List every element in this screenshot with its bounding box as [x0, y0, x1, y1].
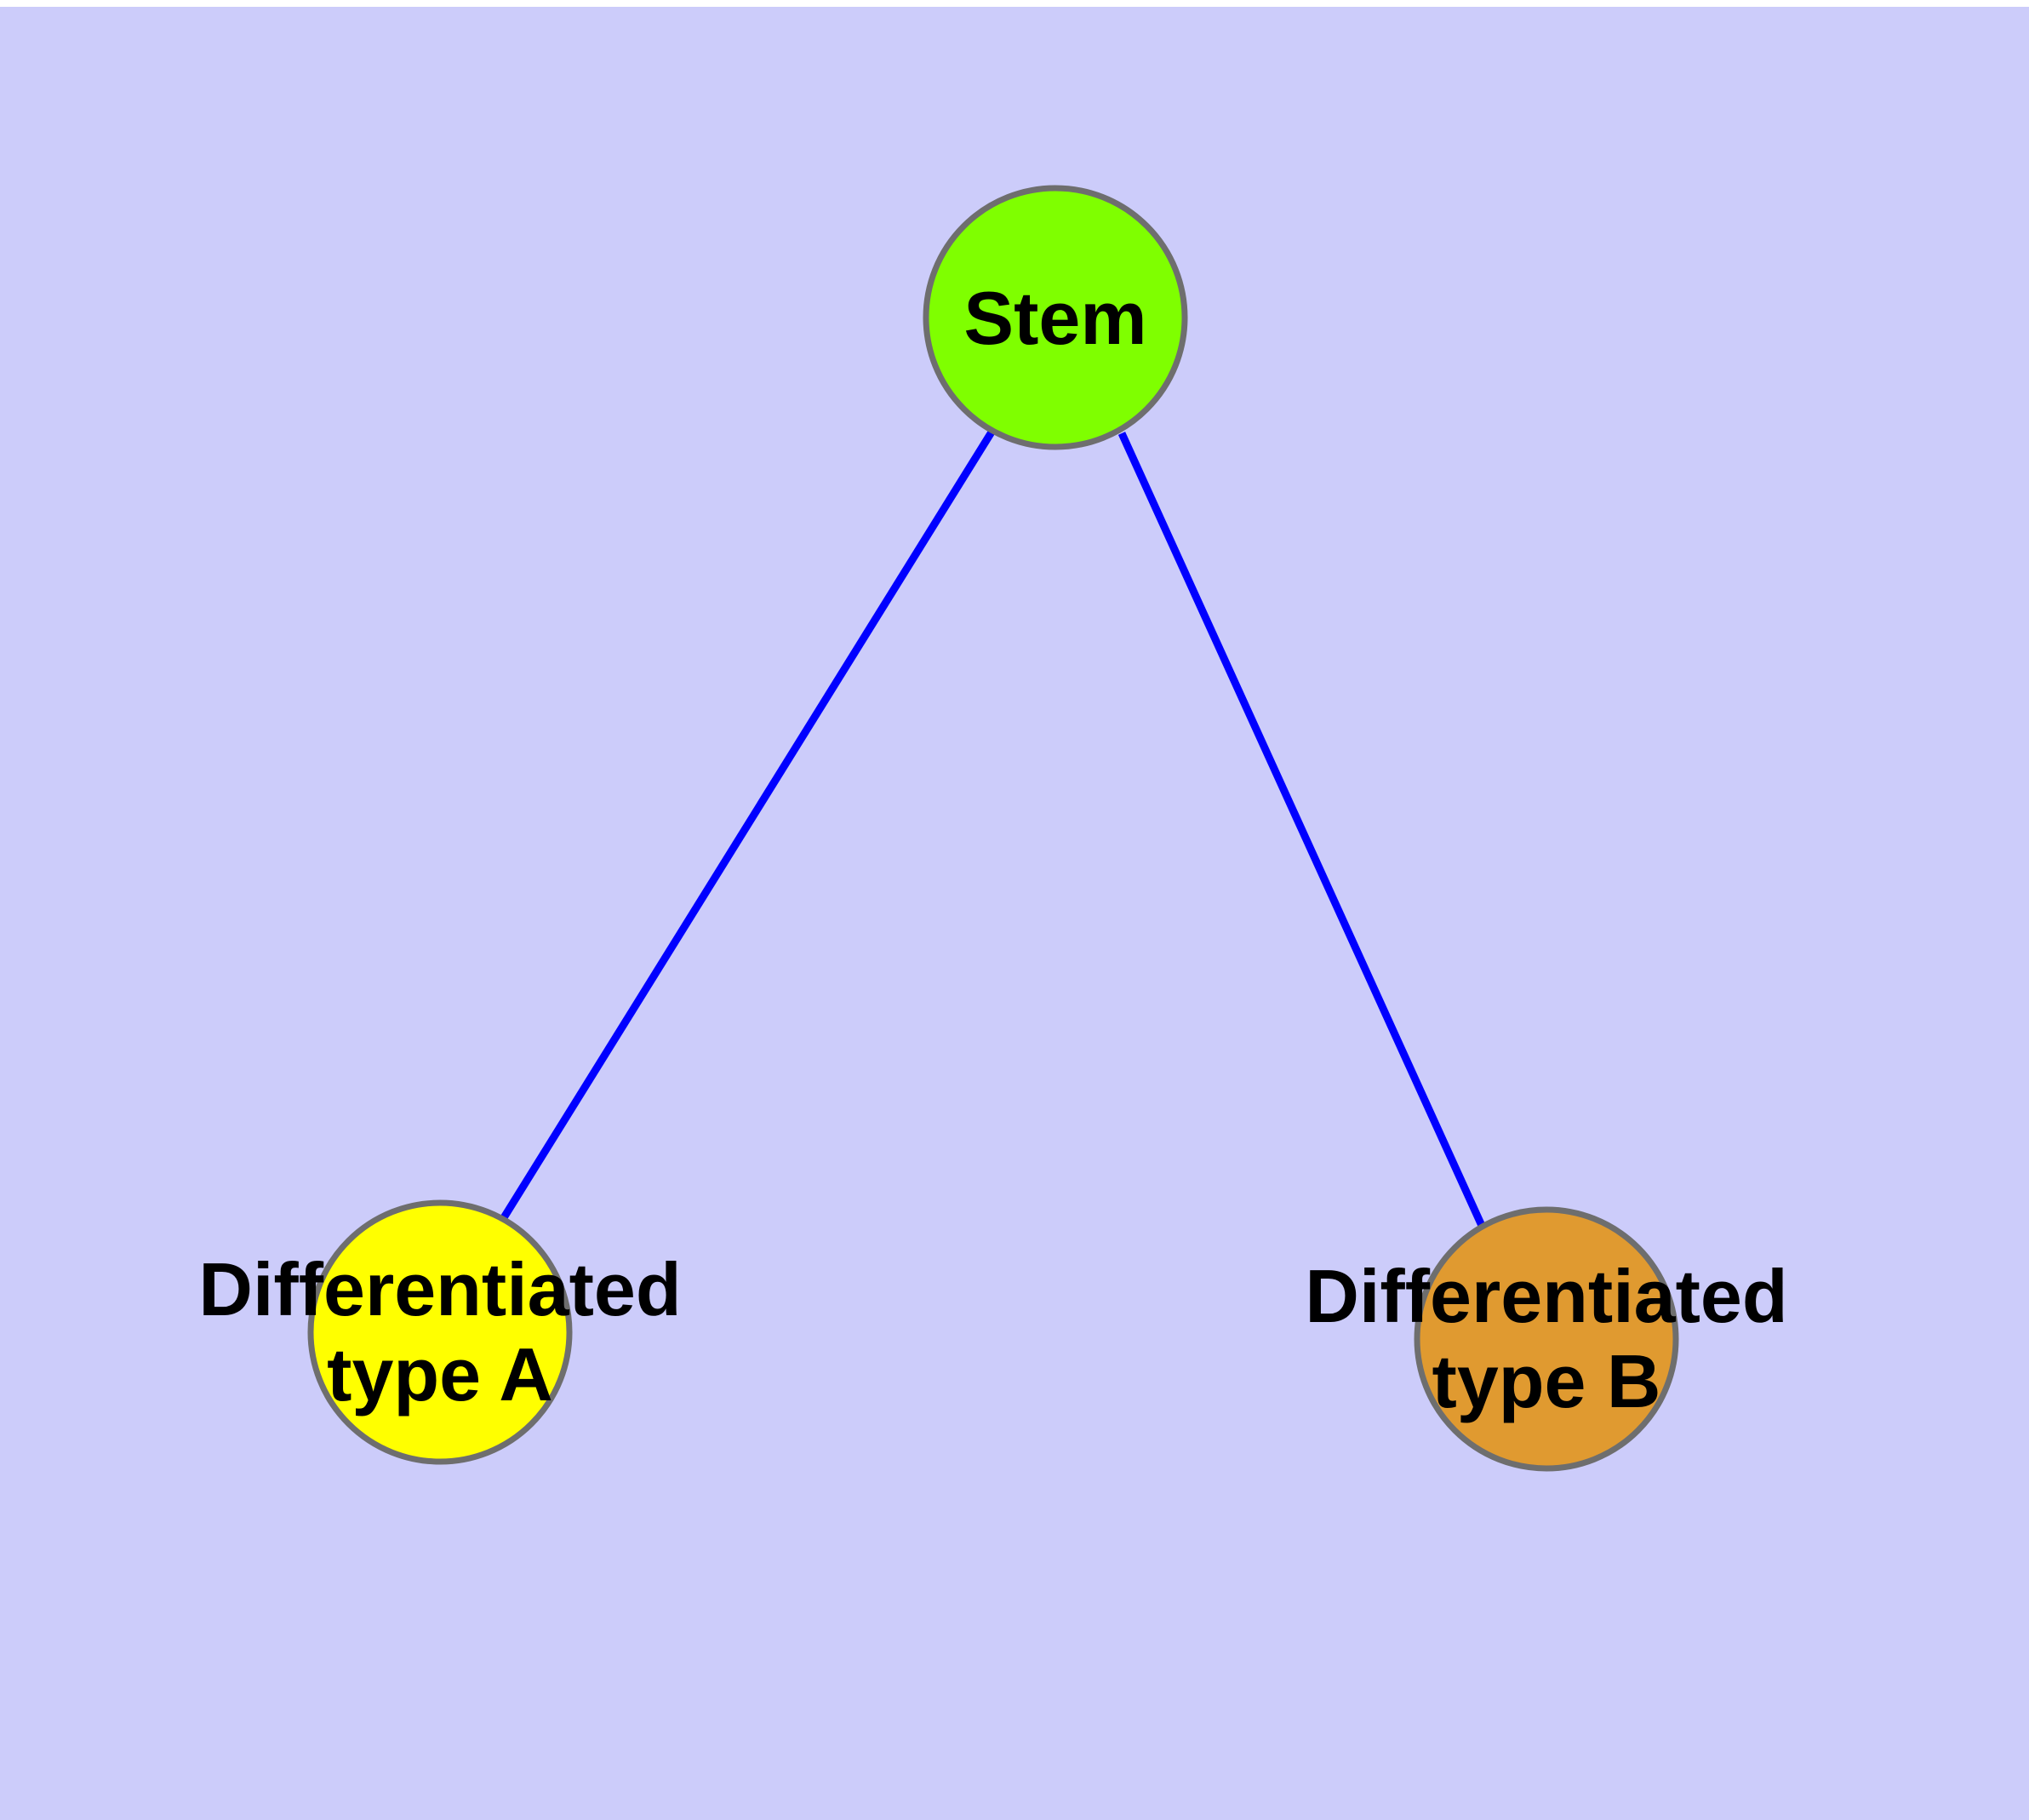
edge-layer [500, 428, 1487, 1229]
node-label-stem: Stem [963, 276, 1146, 360]
label-layer: Stem Differentiated type A Differentiate… [198, 276, 1787, 1423]
node-differentiated-type-b[interactable] [1414, 1206, 1679, 1472]
node-label-differentiated-type-b-line2: type B [1432, 1339, 1661, 1423]
edge-stem-to-differentiated-type-a[interactable] [500, 428, 996, 1222]
node-label-differentiated-type-b-line1: Differentiated [1305, 1254, 1787, 1338]
node-circle-stem[interactable] [923, 185, 1188, 450]
node-circle-differentiated-type-a[interactable] [307, 1199, 573, 1465]
edge-stem-to-differentiated-type-b[interactable] [1117, 432, 1487, 1229]
node-differentiated-type-a[interactable] [307, 1199, 573, 1465]
node-stem[interactable] [923, 185, 1188, 450]
node-label-differentiated-type-a-line1: Differentiated [198, 1247, 681, 1331]
node-circle-differentiated-type-b[interactable] [1414, 1206, 1679, 1472]
node-label-differentiated-type-a-line2: type A [327, 1332, 553, 1417]
node-layer [307, 185, 1679, 1472]
